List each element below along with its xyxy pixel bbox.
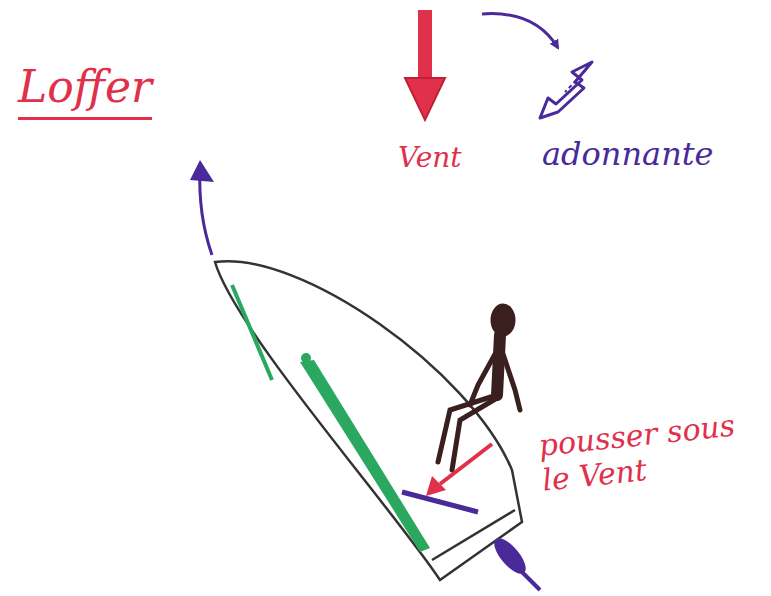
bow-arrow-head: [190, 160, 214, 182]
sailor: [438, 306, 520, 470]
shift-arrow: [482, 14, 558, 48]
sails: [232, 285, 430, 552]
wind-arrow: [405, 10, 445, 120]
diagram-title: Loffer: [18, 62, 152, 120]
shift-label: adonnante: [542, 136, 714, 173]
wind-label: Vent: [398, 142, 462, 174]
tiller-rudder: [402, 492, 540, 590]
boat-hull: [215, 261, 522, 580]
hollow-wind-arrow: [540, 62, 592, 118]
push-arrow: [426, 444, 492, 496]
action-label: pousser sous le Vent: [537, 407, 753, 498]
